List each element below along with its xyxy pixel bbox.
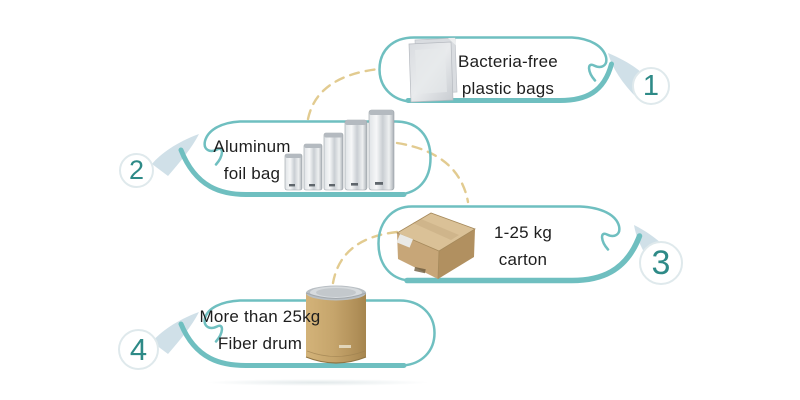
step-number-2: 2 [128, 155, 145, 185]
item-label-1-line2: plastic bags [461, 79, 555, 98]
carton-box-image [396, 212, 476, 280]
item-label-4-line2: Fiber drum [217, 334, 303, 353]
pill-1-outline [378, 36, 608, 103]
pill-4-bottom-stroke [178, 321, 407, 368]
step-number-4: 4 [129, 331, 148, 367]
item-label-2-line1: Aluminum [213, 137, 291, 156]
pill-1-bottom-stroke [405, 61, 614, 103]
item-label-4: More than 25kg Fiber drum [194, 303, 326, 357]
pill-3-bottom-stroke [404, 233, 643, 284]
fiber-drum-image [305, 285, 367, 364]
step-badge-4: 4 [118, 329, 159, 370]
item-label-1: Bacteria-free plastic bags [448, 48, 568, 102]
pill-2-bottom-stroke [178, 147, 407, 197]
connector-1-2 [306, 67, 381, 121]
pill-2-outline [203, 120, 432, 196]
step-badge-3: 3 [639, 241, 683, 285]
connector-3-4 [331, 230, 399, 285]
callout-tail-4 [152, 312, 199, 354]
item-label-3-line1: 1-25 kg [493, 223, 553, 242]
aluminum-foil-bags-image [284, 109, 395, 191]
callout-tail-2 [152, 134, 199, 176]
step-badge-2: 2 [119, 153, 154, 188]
step-badge-1: 1 [632, 67, 670, 105]
item-label-3: 1-25 kg carton [473, 219, 573, 273]
step-number-1: 1 [642, 69, 660, 102]
item-label-2-line2: foil bag [223, 164, 281, 183]
item-label-3-line2: carton [498, 250, 548, 269]
item-label-1-line1: Bacteria-free [458, 52, 558, 71]
item-label-4-line1: More than 25kg [199, 307, 321, 326]
plastic-bag-image [408, 37, 458, 103]
pill-4-shadow [205, 379, 430, 386]
step-number-3: 3 [651, 243, 671, 282]
pill-3-outline [377, 205, 621, 282]
connector-2-3 [395, 141, 470, 204]
pill-4-outline [203, 299, 436, 367]
item-label-2: Aluminum foil bag [200, 133, 304, 187]
